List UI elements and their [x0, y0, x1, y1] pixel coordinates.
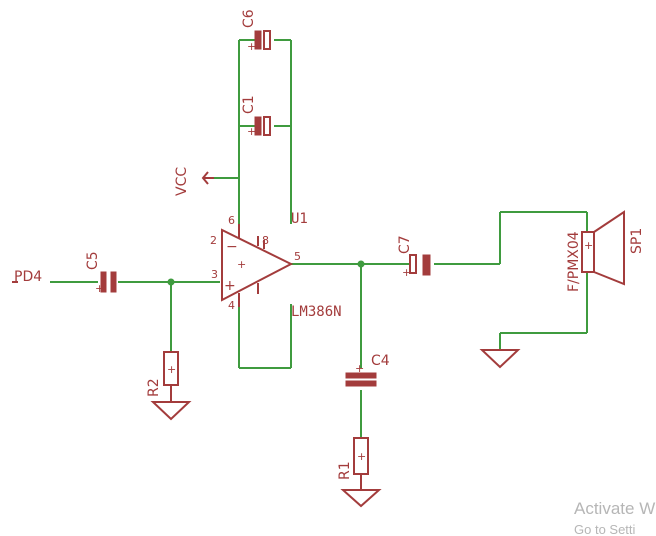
amplifier-u1: − + + 2 3 6 4 8 5 U1 LM386N — [210, 211, 342, 320]
c6-plate-open — [263, 30, 271, 50]
sp1-label: SP1 — [629, 228, 645, 254]
c6-label: C6 — [241, 9, 257, 28]
opamp-triangle — [221, 228, 294, 302]
r1-polarity: + — [357, 450, 366, 463]
capacitor-c1: + C1 — [241, 95, 271, 138]
pd4-label: PD4 — [14, 269, 42, 285]
c7-plate-open — [409, 254, 417, 274]
u1-label: U1 — [291, 211, 308, 227]
c1-plate-open — [263, 116, 271, 136]
c7-label: C7 — [397, 235, 413, 254]
watermark-line-1: Activate W — [574, 499, 655, 518]
r2-label: R2 — [146, 378, 162, 397]
center-plus: + — [237, 258, 246, 271]
c4-plate-bottom — [345, 380, 377, 387]
c5-plate-right — [110, 271, 117, 293]
c7-plate-filled — [422, 254, 431, 276]
c5-polarity: + — [95, 282, 104, 295]
pin-6-label: 6 — [228, 214, 235, 227]
capacitor-c7: + C7 — [397, 235, 431, 279]
c1-label: C1 — [241, 95, 257, 114]
speaker-polarity: + — [584, 239, 593, 252]
c1-plate-filled — [254, 116, 262, 136]
c4-polarity: + — [355, 362, 364, 375]
inverting-sign: − — [226, 239, 238, 255]
ground-r2-icon — [150, 401, 192, 421]
r1-label: R1 — [337, 461, 353, 480]
speaker-sp1: + F/PMX04 SP1 — [566, 210, 645, 292]
speaker-part-label: F/PMX04 — [566, 231, 582, 292]
vcc-label: VCC — [174, 167, 190, 196]
pin-5-label: 5 — [294, 250, 301, 263]
speaker-cone-icon — [593, 210, 625, 286]
c1-polarity: + — [247, 125, 256, 138]
vcc-supply: VCC — [174, 167, 214, 196]
c4-plate-top — [345, 372, 377, 379]
watermark-line-2: Go to Setti — [574, 522, 636, 536]
ground-r1-icon — [340, 489, 382, 508]
ground-speaker-icon — [479, 349, 521, 369]
c5-plate-left — [100, 271, 107, 293]
pin-3-label: 3 — [211, 268, 218, 281]
c6-polarity: + — [247, 40, 256, 53]
c6-plate-filled — [254, 30, 262, 50]
pin-2-label: 2 — [210, 234, 217, 247]
r2-polarity: + — [167, 363, 176, 376]
resistor-r2: + R2 — [146, 351, 192, 421]
capacitor-c4: + C4 — [345, 353, 390, 387]
net-pd4: PD4 — [12, 269, 42, 285]
junction-output — [357, 260, 365, 268]
c7-polarity: + — [402, 266, 411, 279]
ic-part-label: LM386N — [291, 304, 342, 320]
junction-input — [167, 278, 175, 286]
capacitor-c6: + C6 — [241, 9, 271, 53]
resistor-r1: + R1 — [337, 437, 382, 508]
pin-4-label: 4 — [228, 299, 235, 312]
speaker-coil — [581, 231, 595, 273]
c5-label: C5 — [85, 251, 101, 270]
wires — [50, 39, 588, 438]
c4-label: C4 — [371, 353, 390, 369]
noninverting-sign: + — [224, 278, 236, 294]
pin-8-label: 8 — [262, 234, 269, 247]
capacitor-c5: + C5 — [85, 251, 117, 295]
